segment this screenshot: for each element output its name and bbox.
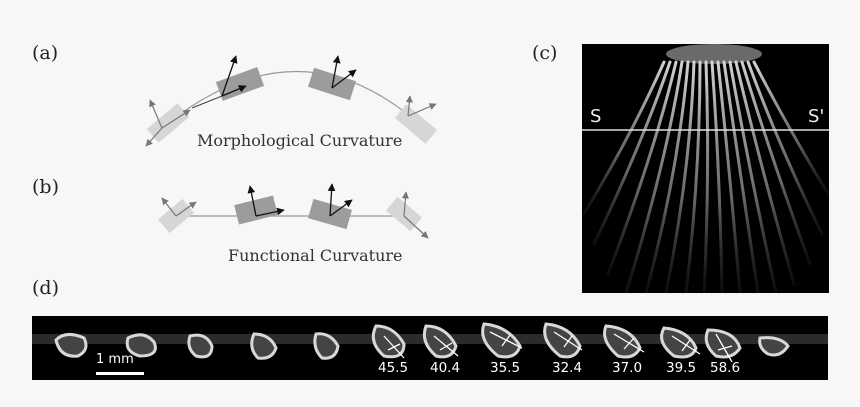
angle-label: 37.0 (612, 360, 643, 376)
ct-fan-image: S S' (582, 44, 829, 293)
angle-label: 39.5 (666, 360, 697, 376)
angle-label: 32.4 (552, 360, 583, 376)
segment-b2 (234, 195, 278, 225)
scale-bar (96, 372, 144, 375)
angle-label: 35.5 (490, 360, 521, 376)
panel-label-c: (c) (532, 42, 558, 64)
caption-functional: Functional Curvature (228, 246, 403, 265)
section-label-s-prime: S' (808, 106, 825, 127)
segment-a2 (215, 67, 265, 101)
morphological-curvature-diagram (145, 55, 438, 147)
caption-morphological: Morphological Curvature (197, 131, 403, 150)
segment-a4 (394, 104, 438, 144)
cross-section-strip: 1 mm 45.5 40.4 35.5 32.4 37.0 39.5 58.6 (32, 316, 828, 380)
panel-label-b: (b) (32, 176, 59, 198)
functional-curvature-diagram (157, 183, 429, 239)
angle-label: 58.6 (710, 360, 741, 376)
section-label-s: S (590, 106, 602, 127)
scale-bar-label: 1 mm (96, 352, 134, 367)
panel-label-a: (a) (32, 42, 59, 64)
cross-section-shapes (32, 322, 828, 375)
angle-label: 40.4 (430, 360, 461, 376)
curvature-arc (167, 70, 419, 124)
segment-a3 (307, 67, 357, 101)
panel-label-d: (d) (32, 277, 59, 299)
angle-label: 45.5 (378, 360, 409, 376)
fan-rays (582, 44, 829, 293)
